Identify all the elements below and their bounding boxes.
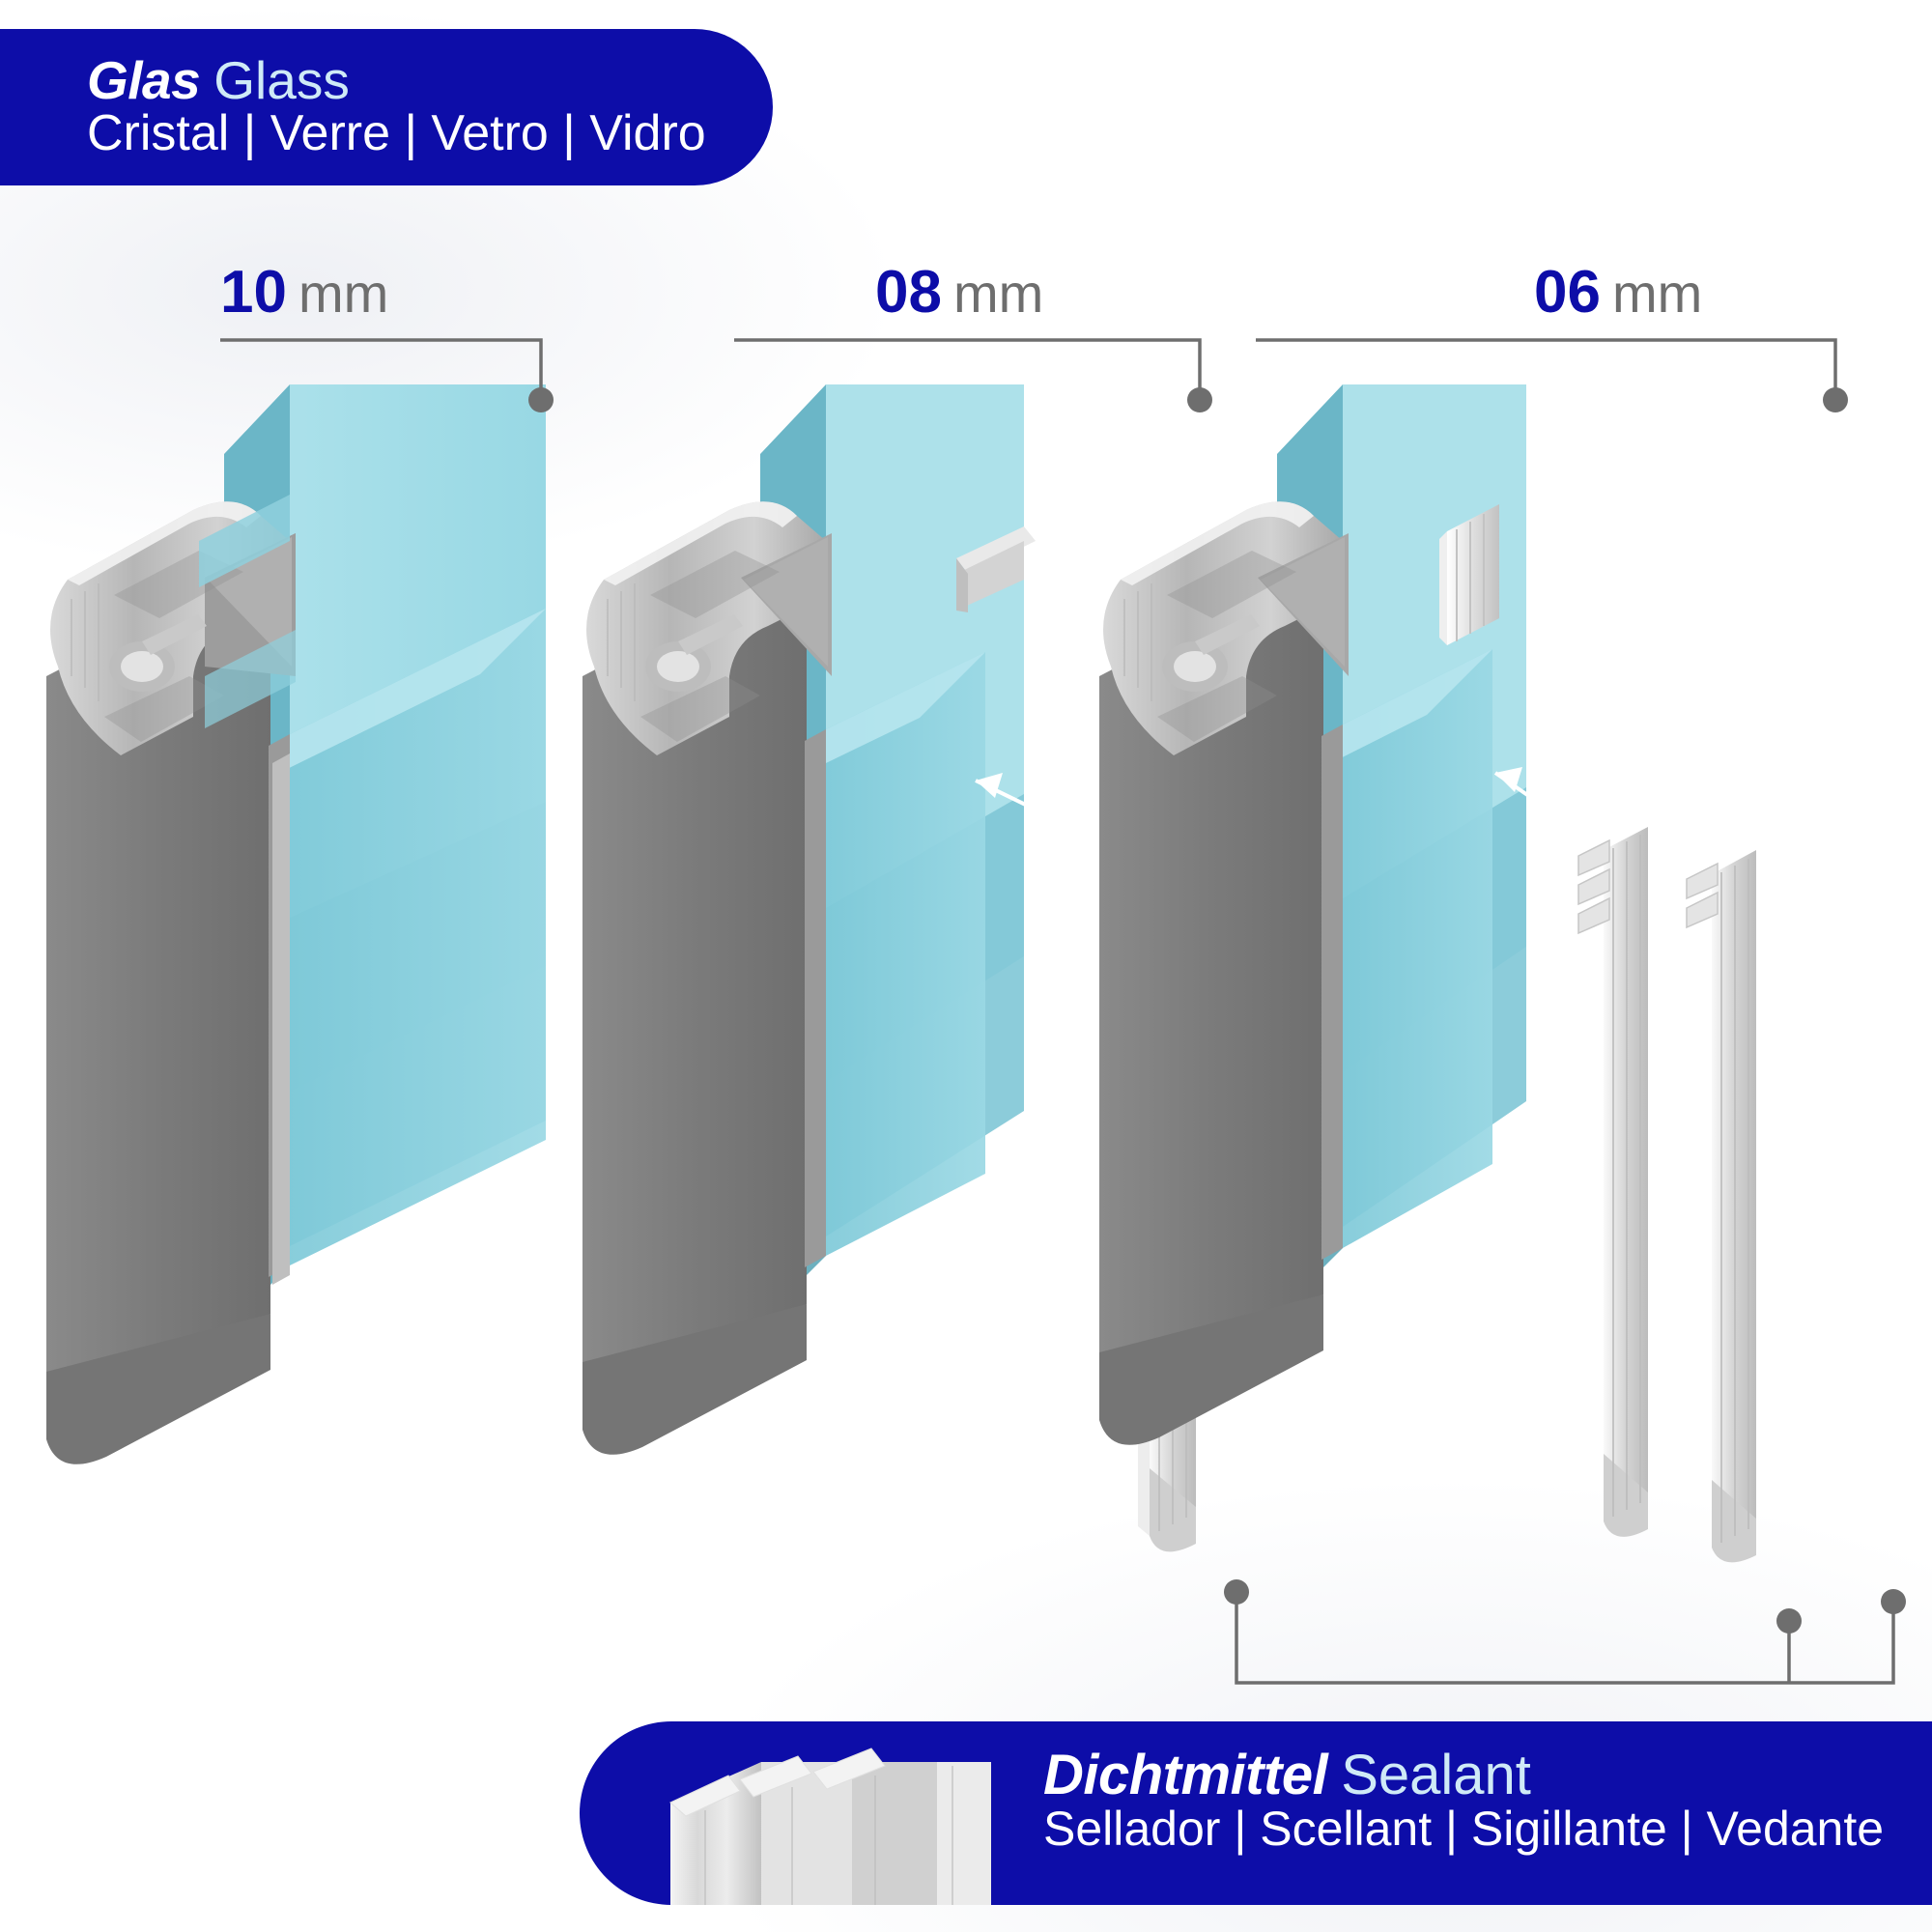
badge-sealant-title-en: Sealant	[1341, 1744, 1531, 1806]
gap-arrow-08mm	[975, 773, 1136, 866]
leader-dots-top	[528, 387, 1848, 412]
leader-10mm	[220, 338, 543, 390]
glass-seat-10mm	[199, 495, 296, 728]
sealant-lip-08mm	[956, 526, 1036, 612]
metal-profile-10mm	[46, 560, 290, 1464]
leader-lines-bottom	[1235, 1604, 1895, 1685]
glass-panel-06mm	[1277, 384, 1526, 1314]
sealant-strip-06mm-inner	[1577, 827, 1648, 1537]
leader-dot-08mm	[1187, 387, 1212, 412]
assembly-10mm	[46, 384, 546, 1464]
metal-profile-06mm	[1099, 560, 1343, 1445]
sealant-strip-06mm-outer	[1686, 850, 1756, 1563]
glass-panel-10mm	[224, 384, 546, 1331]
dimension-unit-06mm: mm	[1611, 263, 1703, 324]
badge-glass-title-en: Glass	[213, 50, 350, 111]
leader-dot-sealant-left	[1224, 1579, 1249, 1605]
gap-arrow-06mm	[1493, 767, 1598, 850]
badge-sealant-translations: Sellador | Scellant | Sigillante | Vedan…	[1043, 1802, 1885, 1857]
leader-08mm	[734, 338, 1202, 390]
badge-sealant-title-de: Dichtmittel	[1043, 1744, 1328, 1806]
leader-dot-sealant-mid	[1776, 1608, 1802, 1634]
sealant-profile-icon	[669, 1747, 991, 1905]
dimension-unit-10mm: mm	[298, 263, 389, 324]
dimension-value-06mm: 06	[1534, 259, 1601, 326]
sealant-strip-08mm-right	[1123, 840, 1196, 1552]
profile-head-10mm	[50, 501, 296, 755]
leader-dot-10mm	[528, 387, 554, 412]
assembly-06mm	[1099, 384, 1756, 1563]
profile-head-08mm	[586, 501, 832, 755]
leader-06mm	[1256, 338, 1837, 390]
dimension-unit-08mm: mm	[952, 263, 1044, 324]
assembly-08mm	[582, 384, 1196, 1552]
badge-glass-title-de: Glas	[87, 50, 201, 111]
badge-glass-translations: Cristal | Verre | Vetro | Vidro	[87, 105, 706, 162]
leader-dot-sealant-right	[1881, 1589, 1906, 1614]
profile-tail-10mm	[272, 753, 290, 1285]
leader-sealant-bracket	[1235, 1604, 1895, 1685]
glass-panel-08mm	[760, 384, 1024, 1321]
leader-lines-top	[220, 338, 1837, 390]
dimension-value-10mm: 10	[220, 259, 287, 326]
profile-head-06mm	[1103, 501, 1349, 755]
leader-dots-bottom	[1224, 1579, 1906, 1634]
dimension-value-08mm: 08	[875, 259, 942, 326]
metal-profile-08mm	[582, 560, 826, 1455]
sealant-strip-06mm-left	[1439, 504, 1499, 645]
leader-dot-06mm	[1823, 387, 1848, 412]
